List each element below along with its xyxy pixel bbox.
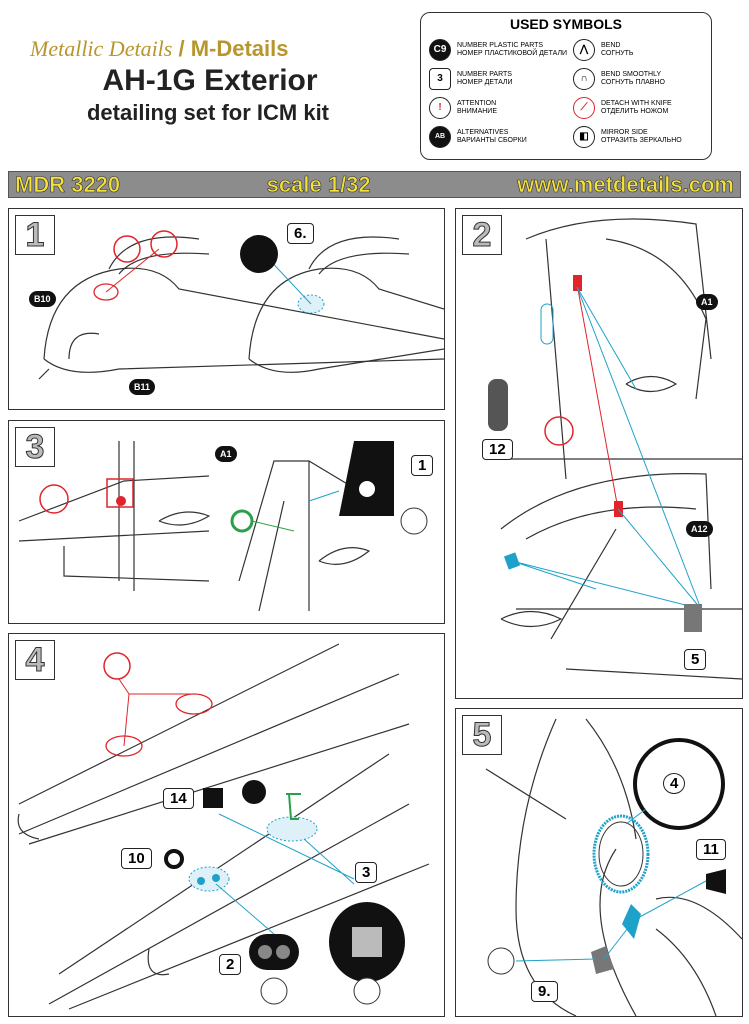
attention-icon: ! <box>429 97 451 119</box>
cockpit-side-drawing <box>18 441 428 612</box>
legend-en: ALTERNATIVES <box>457 129 509 136</box>
part-6-etch <box>240 235 278 273</box>
page-subtitle: detailing set for ICM kit <box>86 100 330 125</box>
scale: scale 1/32 <box>266 171 371 197</box>
step-number: 2 <box>462 215 502 255</box>
legend-en: BEND SMOOTHLY <box>601 71 662 78</box>
legend-ru: ВАРИАНТЫ СБОРКИ <box>457 137 527 144</box>
knife-icon <box>39 484 69 514</box>
part-11-etch <box>706 869 726 894</box>
step-2-panel: 2 A1 12 A12 5 <box>455 208 743 699</box>
part-label: 14 <box>163 788 194 809</box>
legend-en: DETACH WITH KNIFE <box>601 100 672 107</box>
step-3-panel: 3 A1 1 <box>8 420 445 624</box>
product-code: MDR 3220 <box>15 171 121 197</box>
part-label: 3 <box>355 862 378 883</box>
brand-logo: Metallic Details / M-Details <box>30 36 289 62</box>
legend-ru: НОМЕР ДЕТАЛИ <box>457 79 513 86</box>
legend-title: USED SYMBOLS <box>509 16 622 32</box>
brand-bold: M-Details <box>190 36 289 61</box>
part-10-etch <box>164 849 184 869</box>
bend-smoothly-icon: ∩ <box>573 68 595 90</box>
knife-icon <box>544 416 574 446</box>
mirror-icon: ◧ <box>573 126 595 148</box>
bend-icon <box>487 947 515 975</box>
page-title: AH-1G Exterior <box>102 64 318 97</box>
step-4-panel: 4 14 10 3 2 <box>8 633 445 1017</box>
brand-script: Metallic Details <box>30 36 173 61</box>
info-band: MDR 3220 scale 1/32 www.metdetails.com <box>8 171 741 198</box>
legend-en: BEND <box>601 42 621 49</box>
bend-icon <box>353 977 381 1005</box>
part-label: 1 <box>411 455 434 476</box>
part-label: 9. <box>531 981 558 1002</box>
step-1-panel: 1 B10 B11 6. <box>8 208 445 410</box>
alternatives-icon <box>242 780 266 804</box>
knife-icon <box>103 652 131 680</box>
legend-ru: ОТДЕЛИТЬ НОЖОМ <box>601 108 669 115</box>
knife-icon <box>113 235 141 263</box>
part-label: 11 <box>696 839 726 860</box>
knife-icon <box>150 230 178 258</box>
green-part <box>230 509 254 533</box>
plastic-part-label: A1 <box>215 446 237 462</box>
canopy-drawing <box>488 218 742 680</box>
step-number: 3 <box>15 427 55 467</box>
engine-intake-drawing <box>485 718 742 1016</box>
part-1-etch <box>339 441 394 516</box>
step-number: 4 <box>15 640 55 680</box>
alternatives-icon: AB <box>429 126 451 148</box>
part-label: 6. <box>287 223 314 244</box>
part-label: 10 <box>121 848 152 869</box>
legend-ru: СОГНУТЬ <box>601 50 634 57</box>
plastic-part-label: A1 <box>696 294 718 310</box>
part-2-etch <box>249 934 299 970</box>
legend-ru: ОТРАЗИТЬ ЗЕРКАЛЬНО <box>601 137 682 144</box>
bend-icon: ⋀ <box>573 39 595 61</box>
part-12-etch <box>488 379 508 431</box>
part-label: 2 <box>219 954 242 975</box>
website-link[interactable]: www.metdetails.com <box>517 171 734 197</box>
part-label: 5 <box>684 649 707 670</box>
part-14-etch <box>203 788 223 808</box>
plastic-part-icon: C9 <box>429 39 451 61</box>
legend-en: MIRROR SIDE <box>601 129 648 136</box>
legend-en: NUMBER PLASTIC PARTS <box>457 42 544 49</box>
legend-en: NUMBER PARTS <box>457 71 512 78</box>
plastic-part-label: A12 <box>686 521 713 537</box>
step-number: 1 <box>15 215 55 255</box>
step-5-panel: 5 4 11 9. <box>455 708 743 1017</box>
brand-sep: / <box>172 36 191 61</box>
legend-ru: ВНИМАНИЕ <box>457 108 498 115</box>
bend-icon <box>400 507 428 535</box>
legend-ru: СОГНУТЬ ПЛАВНО <box>601 79 665 86</box>
bend-icon <box>260 977 288 1005</box>
plastic-part-label: B11 <box>129 379 156 395</box>
tail-boom-drawing <box>17 643 430 1010</box>
part-5-etch <box>684 604 702 632</box>
nose-drawing <box>38 230 444 380</box>
step-number: 5 <box>462 715 502 755</box>
legend-en: ATTENTION <box>457 100 497 107</box>
legend-ru: НОМЕР ПЛАСТИКОВОЙ ДЕТАЛИ <box>457 50 568 57</box>
part-label: 4 <box>663 773 686 794</box>
part-label: 12 <box>482 439 513 460</box>
knife-icon: ⟋ <box>573 97 595 119</box>
part-4-etch <box>633 738 725 830</box>
plastic-part-label: B10 <box>29 291 56 307</box>
part-number-icon: 3 <box>429 68 451 90</box>
